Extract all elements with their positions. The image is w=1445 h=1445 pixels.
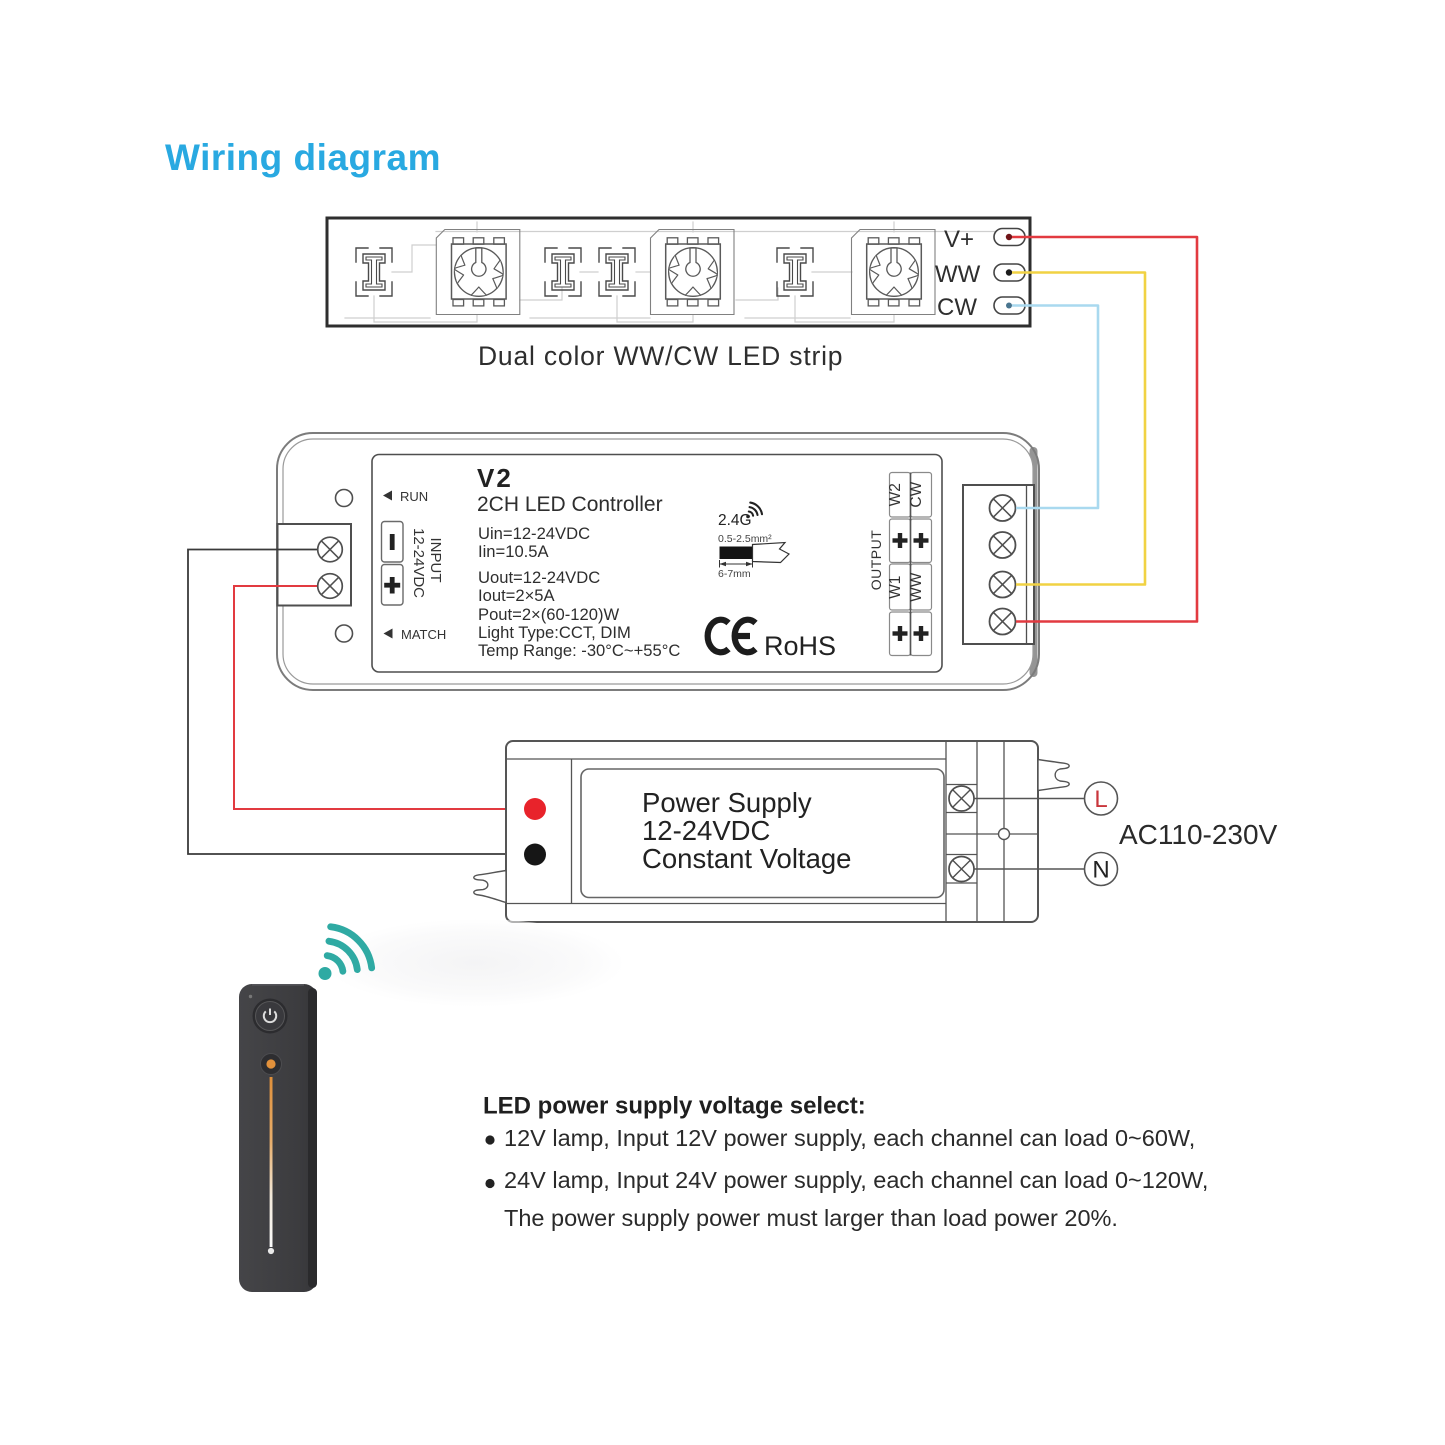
svg-text:W2: W2 (887, 483, 904, 506)
svg-text:Iin=10.5A: Iin=10.5A (478, 542, 550, 561)
svg-text:Iout=2×5A: Iout=2×5A (478, 586, 556, 605)
svg-text:Constant Voltage: Constant Voltage (642, 843, 851, 874)
svg-text:Temp Range: -30°C~+55°C: Temp Range: -30°C~+55°C (478, 641, 680, 660)
svg-text:0.5-2.5mm²: 0.5-2.5mm² (718, 533, 772, 545)
svg-text:OUTPUT: OUTPUT (868, 530, 884, 591)
svg-text:Power Supply: Power Supply (642, 787, 812, 818)
svg-text:W1: W1 (887, 576, 904, 599)
svg-text:V+: V+ (944, 226, 974, 253)
svg-text:12-24VDC: 12-24VDC (642, 815, 770, 846)
svg-text:AC110-230V: AC110-230V (1119, 819, 1278, 850)
svg-text:LED power supply voltage selec: LED power supply voltage select: (483, 1093, 866, 1120)
svg-text:Wiring diagram: Wiring diagram (165, 137, 441, 178)
svg-text:2CH LED Controller: 2CH LED Controller (477, 493, 663, 516)
svg-text:RoHS: RoHS (764, 631, 836, 661)
svg-text:Pout=2×(60-120)W: Pout=2×(60-120)W (478, 605, 619, 624)
svg-text:CW: CW (937, 294, 977, 321)
svg-text:24V lamp, Input 24V power supp: 24V lamp, Input 24V power supply, each c… (504, 1167, 1208, 1193)
svg-text:INPUT: INPUT (427, 538, 444, 583)
svg-text:V2: V2 (477, 463, 513, 493)
svg-text:WW: WW (908, 572, 925, 602)
svg-text:CW: CW (908, 481, 925, 507)
svg-text:Uin=12-24VDC: Uin=12-24VDC (478, 524, 590, 543)
svg-text:L: L (1094, 786, 1107, 813)
svg-text:Dual color WW/CW LED strip: Dual color WW/CW LED strip (478, 341, 843, 371)
svg-text:12V lamp, Input 12V power supp: 12V lamp, Input 12V power supply, each c… (504, 1125, 1195, 1151)
svg-text:2.4G: 2.4G (718, 512, 752, 529)
svg-text:N: N (1092, 857, 1109, 884)
svg-text:The power supply power must la: The power supply power must larger than … (504, 1205, 1118, 1231)
svg-text:Uout=12-24VDC: Uout=12-24VDC (478, 568, 600, 587)
svg-text:6-7mm: 6-7mm (718, 568, 751, 580)
svg-text:WW: WW (935, 261, 981, 288)
svg-text:Light Type:CCT, DIM: Light Type:CCT, DIM (478, 623, 631, 642)
svg-text:MATCH: MATCH (401, 627, 446, 642)
svg-text:12-24VDC: 12-24VDC (410, 528, 427, 598)
svg-text:RUN: RUN (400, 489, 428, 504)
